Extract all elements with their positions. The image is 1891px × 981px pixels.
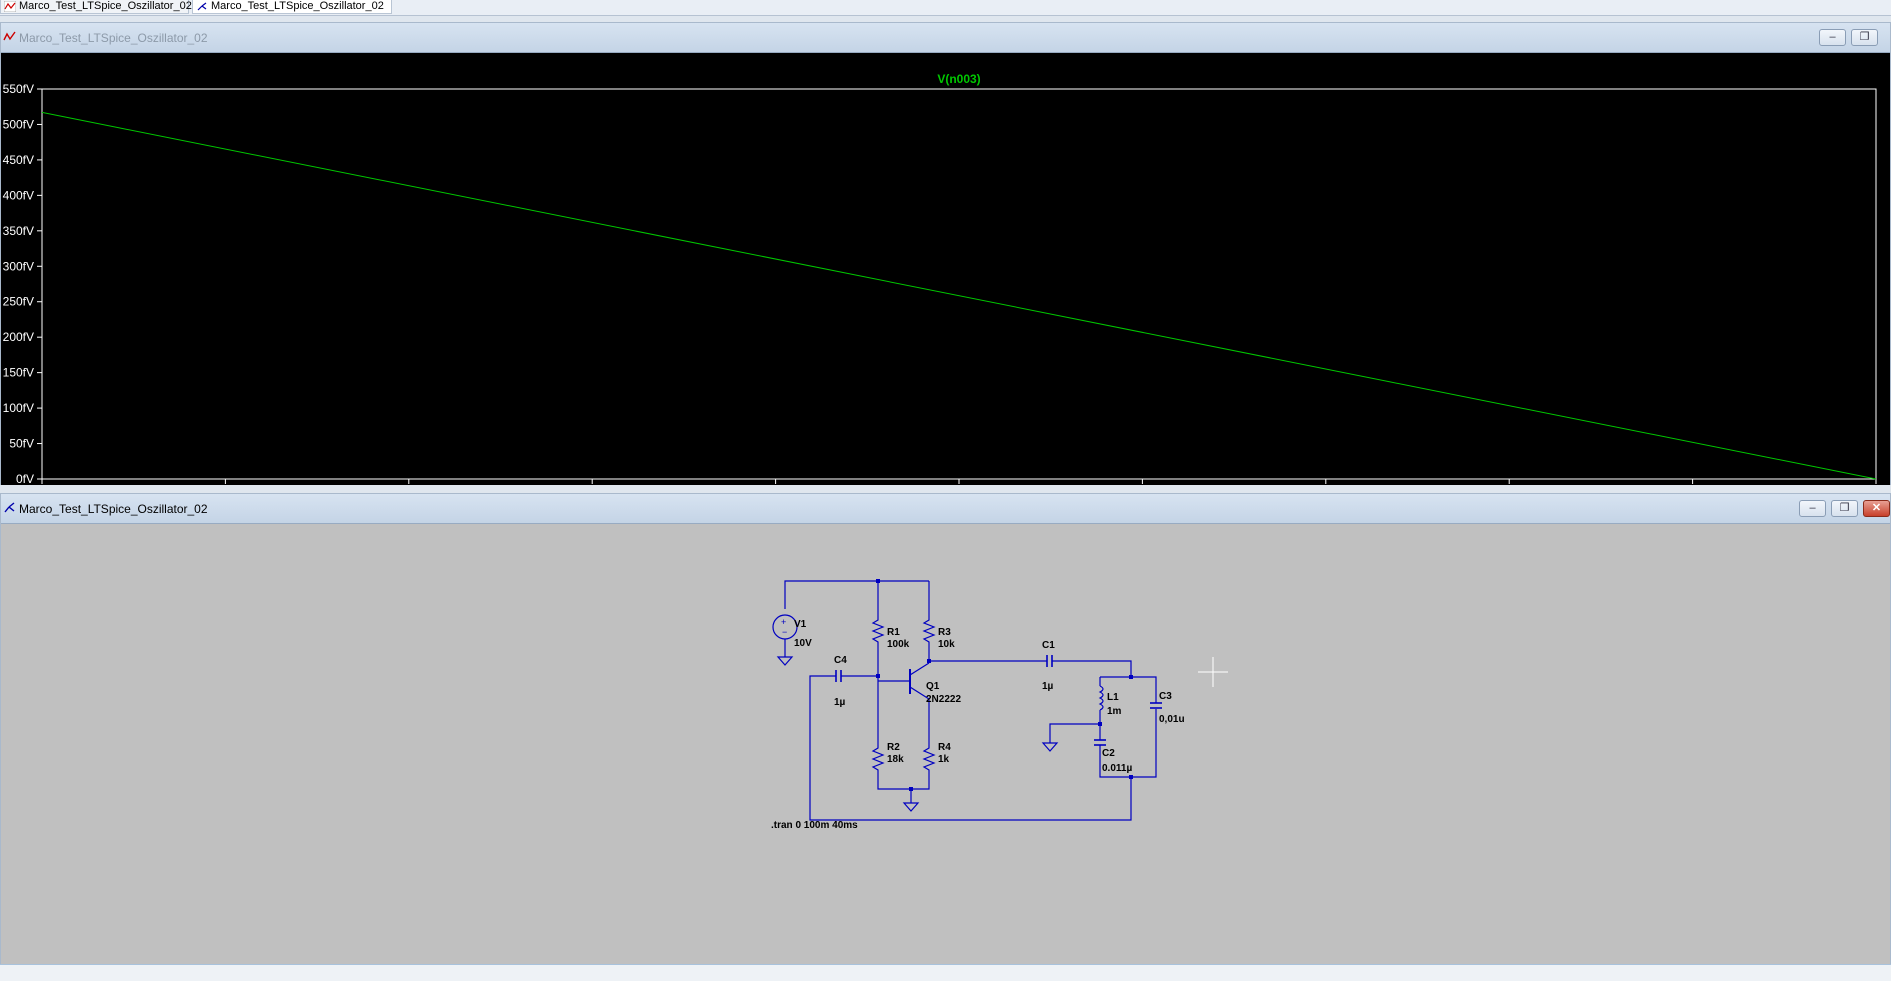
c2-value[interactable]: 0.011µ — [1102, 763, 1132, 774]
status-bar — [0, 964, 1891, 981]
ground-icon — [776, 656, 794, 666]
schematic-icon — [4, 502, 15, 513]
spice-directive[interactable]: .tran 0 100m 40ms — [771, 820, 858, 831]
y-tick-label: 400fV — [3, 188, 34, 202]
l1-name[interactable]: L1 — [1107, 692, 1119, 703]
waveform-window-titlebar[interactable]: Marco_Test_LTSpice_Oszillator_02 –❐ — [1, 23, 1890, 53]
y-tick-label: 550fV — [3, 82, 34, 96]
close-button[interactable]: ✕ — [1863, 500, 1890, 517]
tab-label: Marco_Test_LTSpice_Oszillator_02 — [211, 0, 384, 12]
tab-label: Marco_Test_LTSpice_Oszillator_02 — [19, 0, 192, 12]
junction-dots — [876, 579, 1133, 791]
transistor-q1-collector — [909, 662, 930, 676]
transistor-q1-emitter — [909, 686, 930, 700]
resistor-r1-symbol[interactable] — [871, 616, 885, 666]
r4-value[interactable]: 1k — [938, 754, 950, 765]
trace-label[interactable]: V(n003) — [937, 72, 980, 86]
schematic-window-titlebar[interactable]: Marco_Test_LTSpice_Oszillator_02 –❐ ✕ — [1, 494, 1890, 524]
wire — [1052, 660, 1132, 677]
trace-v-n003[interactable] — [41, 111, 1877, 480]
y-tick-label: 0fV — [16, 472, 34, 485]
v1-value[interactable]: 10V — [794, 638, 812, 649]
resistor-r2-symbol[interactable] — [871, 745, 885, 780]
ground-icon — [902, 802, 920, 812]
waveform-chart[interactable]: V(n003) 0fV 50fV 100fV 150fV 200fV 250fV 300fV… — [1, 53, 1890, 502]
y-tick-label: 300fV — [3, 259, 34, 273]
c1-name[interactable]: C1 — [1042, 640, 1055, 651]
r4-name[interactable]: R4 — [938, 742, 951, 753]
window-title: Marco_Test_LTSpice_Oszillator_02 — [19, 31, 208, 45]
c4-value[interactable]: 1µ — [834, 697, 846, 708]
schematic-canvas[interactable]: +− V1 10V R1 100k R3 10k — [1, 524, 1890, 964]
plot-frame — [41, 88, 1877, 480]
restore-button[interactable]: ❐ — [1851, 29, 1878, 46]
minimize-button[interactable]: – — [1819, 29, 1846, 46]
svg-text:−: − — [782, 627, 787, 637]
window-title: Marco_Test_LTSpice_Oszillator_02 — [19, 502, 208, 516]
y-tick-label: 200fV — [3, 330, 34, 344]
crosshair-cursor-icon — [1198, 657, 1228, 687]
x-axis: 0ms6ms12ms18ms24ms30ms36ms42ms48ms54ms60… — [31, 479, 1881, 502]
minimize-button[interactable]: – — [1799, 500, 1826, 517]
inductor-l1-symbol[interactable] — [1098, 685, 1104, 711]
schematic-drawing[interactable]: +− V1 10V R1 100k R3 10k — [1, 524, 1890, 964]
wire — [1099, 709, 1157, 778]
v1-name[interactable]: V1 — [794, 619, 807, 630]
r3-value[interactable]: 10k — [938, 639, 955, 650]
r1-name[interactable]: R1 — [887, 627, 900, 638]
tab-schematic[interactable]: Marco_Test_LTSpice_Oszillator_02 — [192, 0, 392, 14]
restore-button[interactable]: ❐ — [1831, 500, 1858, 517]
y-axis: 0fV 50fV 100fV 150fV 200fV 250fV 300fV 350fV 400… — [3, 82, 42, 486]
window-controls: –❐ ✕ — [1794, 500, 1890, 518]
q1-value[interactable]: 2N2222 — [926, 694, 961, 705]
schematic-wires — [772, 580, 1162, 821]
c4-name[interactable]: C4 — [834, 655, 847, 666]
resistor-r4-symbol[interactable] — [922, 745, 936, 780]
r1-value[interactable]: 100k — [887, 639, 910, 650]
y-tick-label: 350fV — [3, 224, 34, 238]
svg-text:+: + — [781, 617, 786, 627]
wire — [784, 580, 929, 609]
schematic-icon — [197, 2, 207, 11]
y-tick-label: 450fV — [3, 153, 34, 167]
tab-waveform-viewer[interactable]: Marco_Test_LTSpice_Oszillator_02 — [0, 0, 192, 14]
r2-name[interactable]: R2 — [887, 742, 900, 753]
ground-symbols — [776, 656, 1059, 812]
y-tick-label: 50fV — [9, 437, 34, 451]
r2-value[interactable]: 18k — [887, 754, 904, 765]
l1-value[interactable]: 1m — [1107, 706, 1122, 717]
waveform-window: Marco_Test_LTSpice_Oszillator_02 –❐ V(n0… — [0, 22, 1891, 502]
c1-value[interactable]: 1µ — [1042, 681, 1054, 692]
waveform-plot-area[interactable]: V(n003) 0fV 50fV 100fV 150fV 200fV 250fV 300fV… — [1, 53, 1890, 502]
y-tick-label: 150fV — [3, 366, 34, 380]
document-tab-bar: Marco_Test_LTSpice_Oszillator_02 Marco_T… — [0, 0, 1891, 16]
window-controls: –❐ — [1814, 29, 1890, 47]
wire — [1049, 723, 1100, 743]
y-tick-label: 500fV — [3, 117, 34, 131]
r3-name[interactable]: R3 — [938, 627, 951, 638]
c3-value[interactable]: 0,01u — [1159, 714, 1185, 725]
voltage-source-polarity: +− — [781, 617, 787, 637]
wire — [877, 780, 930, 790]
wire — [1100, 676, 1157, 703]
resistor-r3-symbol[interactable] — [922, 616, 936, 661]
c2-name[interactable]: C2 — [1102, 748, 1115, 759]
ground-icon — [1041, 742, 1059, 752]
c3-name[interactable]: C3 — [1159, 691, 1172, 702]
y-tick-label: 100fV — [3, 401, 34, 415]
waveform-icon — [4, 1, 16, 12]
waveform-icon — [3, 31, 16, 41]
component-labels: V1 10V R1 100k R3 10k Q1 2N2222 C1 1µ C4… — [771, 619, 1185, 831]
q1-name[interactable]: Q1 — [926, 681, 940, 692]
wire — [809, 675, 1132, 821]
schematic-window: Marco_Test_LTSpice_Oszillator_02 –❐ ✕ — [0, 493, 1891, 964]
y-tick-label: 250fV — [3, 295, 34, 309]
